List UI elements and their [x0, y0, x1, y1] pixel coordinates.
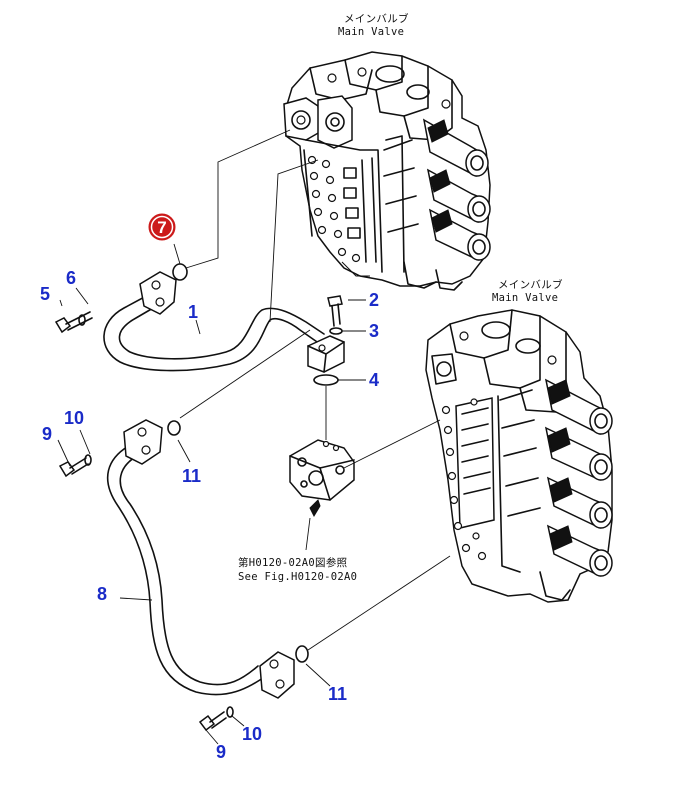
bolt-5[interactable]	[54, 311, 93, 334]
washer-10-lower[interactable]	[226, 706, 234, 718]
bolt-2[interactable]	[327, 295, 343, 327]
callout-9-lower[interactable]: 9	[216, 742, 226, 762]
main-valve-right-label-en: Main Valve	[492, 292, 558, 304]
pipe-1[interactable]	[103, 271, 345, 373]
callout-2[interactable]: 2	[369, 290, 379, 310]
callout-8[interactable]: 8	[97, 584, 107, 604]
washer-10-upper[interactable]	[84, 454, 92, 466]
referenced-block[interactable]	[289, 439, 355, 518]
bolt-9-upper[interactable]	[58, 457, 89, 478]
callout-11-lower[interactable]: 11	[328, 684, 347, 704]
callout-5[interactable]: 5	[40, 284, 50, 304]
leader-lines	[57, 129, 451, 745]
reference-label-jp: 第H0120-02A0図参照	[238, 556, 348, 569]
main-valve-top[interactable]	[283, 51, 491, 291]
bolt-9-lower[interactable]	[198, 711, 227, 732]
callout-3[interactable]: 3	[369, 321, 379, 341]
callout-4[interactable]: 4	[369, 370, 379, 390]
washer-6[interactable]	[78, 314, 86, 326]
callout-9-upper[interactable]: 9	[42, 424, 52, 444]
callout-11-upper[interactable]: 11	[182, 466, 201, 486]
o-ring-4[interactable]	[313, 374, 339, 386]
main-valve-top-label-jp: メインバルブ	[344, 12, 409, 25]
o-ring-11-upper[interactable]	[167, 420, 181, 436]
main-valve-right-label-jp: メインバルブ	[498, 278, 563, 291]
callout-1[interactable]: 1	[188, 302, 198, 322]
callout-6[interactable]: 6	[66, 268, 76, 288]
callout-7-highlight[interactable]: 7	[148, 213, 176, 241]
washer-3[interactable]	[329, 327, 343, 335]
o-ring-7[interactable]	[172, 263, 188, 281]
callout-7: 7	[157, 218, 166, 237]
main-valve-right[interactable]	[425, 309, 613, 603]
callout-10-upper[interactable]: 10	[64, 408, 84, 428]
main-valve-top-label-en: Main Valve	[338, 26, 404, 38]
o-ring-11-lower[interactable]	[295, 645, 309, 663]
reference-label-en: See Fig.H0120-02A0	[238, 571, 357, 583]
callout-10-lower[interactable]: 10	[242, 724, 262, 744]
pipe-8[interactable]	[106, 419, 295, 699]
